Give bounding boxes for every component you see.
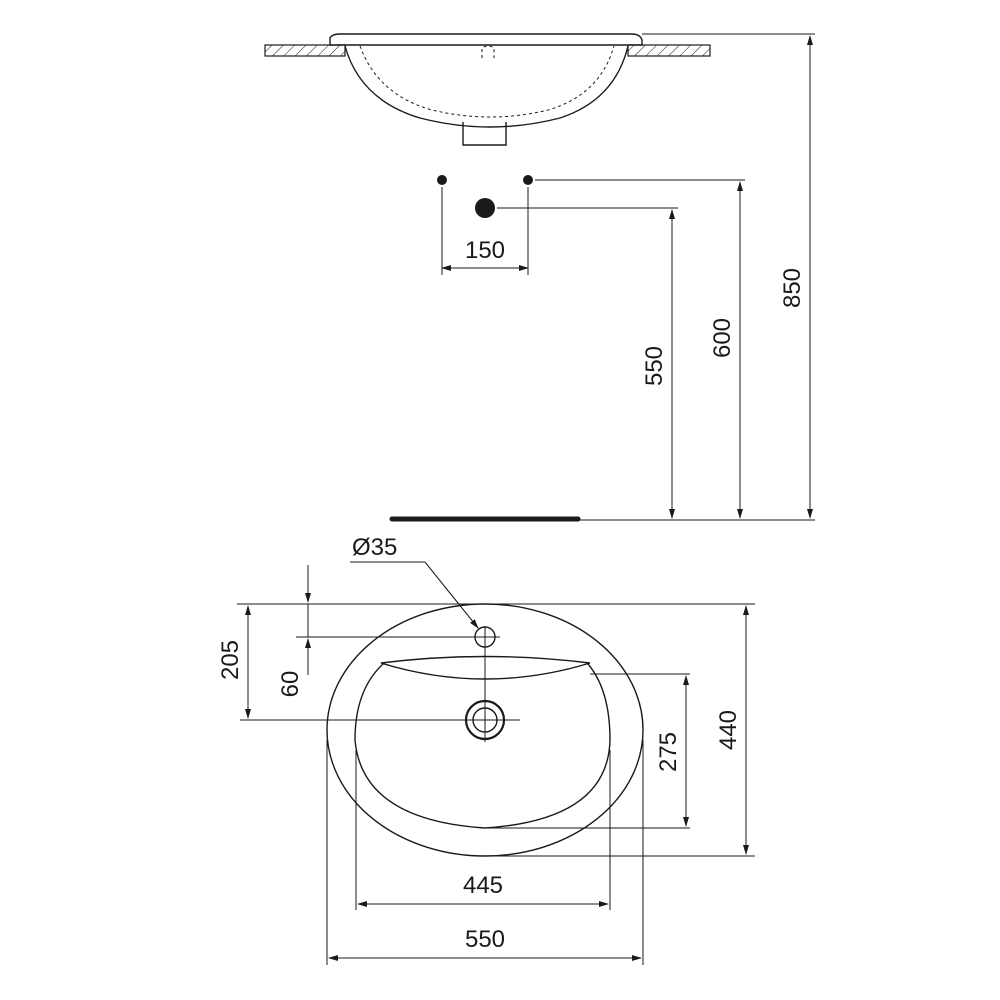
dim-tap-spacing: 150 [465, 237, 505, 264]
rim-tap-hole [481, 45, 495, 58]
dim-tap-hole-diameter: Ø35 [352, 534, 397, 561]
dim-tap-hole-inset: 60 [277, 671, 304, 698]
dim-bowl-width: 445 [463, 872, 503, 899]
basin-bowl-inner [359, 45, 615, 118]
waste-outlet [462, 122, 507, 146]
basin-inner-bowl [354, 663, 611, 829]
countertop-left [264, 44, 346, 57]
countertop-right [627, 44, 711, 57]
dim-waste-height: 550 [641, 346, 668, 386]
supply-point-left [437, 175, 447, 185]
diameter-leader-diagonal [424, 561, 479, 629]
dim-bowl-depth: 275 [655, 732, 682, 772]
connection-points: 150 [437, 175, 745, 275]
dim-tap-hole-offset: 205 [217, 640, 244, 680]
waste-point [475, 198, 495, 218]
floor-and-heights: 550 600 850 [389, 35, 815, 522]
dim-overall-width: 550 [465, 926, 505, 953]
dim-basin-height: 850 [779, 268, 806, 308]
dim-overall-depth: 440 [715, 710, 742, 750]
basin-bowl-outer [344, 45, 629, 128]
plan-view: Ø35 205 60 275 440 445 550 [217, 534, 755, 965]
overflow-crescent [380, 655, 591, 680]
dim-supply-height: 600 [709, 318, 736, 358]
side-view [264, 33, 815, 146]
supply-point-right [523, 175, 533, 185]
basin-rim [329, 33, 643, 46]
